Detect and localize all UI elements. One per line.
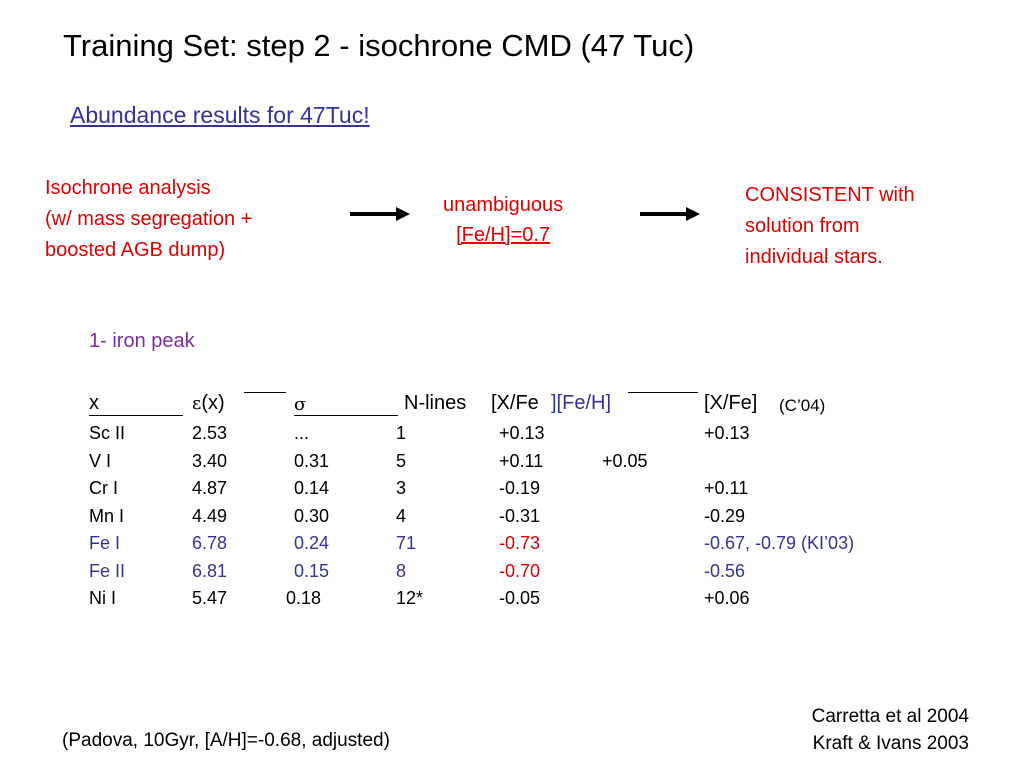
iso-line: (w/ mass segregation + <box>45 208 253 230</box>
cell-eps: 6.78 <box>192 533 228 553</box>
cell-element: V I <box>89 450 112 471</box>
iso-line: Isochrone analysis <box>45 177 211 199</box>
cell-eps: 6.81 <box>192 560 228 581</box>
slide-subtitle: Abundance results for 47Tuc! <box>70 102 370 128</box>
right-arrow-icon <box>640 207 700 221</box>
header-x: x <box>89 392 183 416</box>
cell-element: Sc II <box>89 423 126 443</box>
cell-xfe: -0.70 <box>499 560 541 581</box>
consist-line: solution from <box>745 215 860 237</box>
cell-element: Cr I <box>89 478 118 498</box>
header-eps-tail: (x) <box>201 392 225 414</box>
header-feh: ][Fe/H] <box>551 392 612 414</box>
header-underline <box>628 392 698 393</box>
header-eps: ε(x) <box>192 392 225 415</box>
footer-references: Carretta et al 2004 Kraft & Ivans 2003 <box>812 703 969 757</box>
footer-note: (Padova, 10Gyr, [A/H]=-0.68, adjusted) <box>62 730 390 751</box>
slide-title: Training Set: step 2 - isochrone CMD (47… <box>63 28 695 63</box>
header-nlines: N-lines <box>404 392 467 414</box>
cell-nlines: 71 <box>396 533 417 553</box>
cell-xfe: -0.05 <box>499 588 541 608</box>
consist-line: individual stars. <box>745 246 883 268</box>
right-arrow-icon <box>350 207 410 221</box>
header-c04: (C’04) <box>779 396 826 415</box>
cell-xfe: +0.13 <box>499 423 545 443</box>
cell-xfe04: +0.11 <box>704 478 749 498</box>
cell-eps: 5.47 <box>192 588 228 608</box>
consist-line: CONSISTENT with <box>745 184 915 206</box>
cell-nlines: 3 <box>396 478 407 498</box>
cell-element: Mn I <box>89 505 125 526</box>
cell-element: Ni I <box>89 588 116 608</box>
section-label: 1- iron peak <box>89 330 195 352</box>
cell-nlines: 5 <box>396 450 407 471</box>
cell-feh: +0.05 <box>602 450 648 471</box>
cell-nlines: 8 <box>396 560 407 581</box>
reference-line: Carretta et al 2004 <box>811 706 969 727</box>
cell-eps: 4.49 <box>192 505 228 526</box>
cell-sigma: 0.24 <box>294 533 330 553</box>
unamb-line: unambiguous <box>443 194 564 216</box>
epsilon-symbol: ε <box>192 393 202 414</box>
feh-value: [Fe/H]=0.7 <box>456 224 551 246</box>
cell-eps: 3.40 <box>192 450 228 471</box>
cell-eps: 2.53 <box>192 423 228 443</box>
cell-eps: 4.87 <box>192 478 228 498</box>
cell-sigma: ... <box>294 423 310 443</box>
cell-element: Fe II <box>89 560 126 581</box>
cell-sigma: 0.30 <box>294 505 330 526</box>
reference-line: Kraft & Ivans 2003 <box>812 733 969 754</box>
cell-nlines: 4 <box>396 505 407 526</box>
cell-xfe: -0.19 <box>499 478 541 498</box>
header-underline <box>244 392 286 393</box>
cell-xfe04: -0.67, -0.79 (KI’03) <box>704 533 855 553</box>
cell-sigma: 0.18 <box>286 588 322 608</box>
cell-xfe04: -0.29 <box>704 505 746 526</box>
cell-nlines: 1 <box>396 423 407 443</box>
header-xfe04: [X/Fe] <box>704 392 758 414</box>
cell-nlines: 12* <box>396 588 424 608</box>
header-xfe: [X/Fe <box>491 392 539 414</box>
iso-line: boosted AGB dump) <box>45 239 226 261</box>
cell-xfe: -0.73 <box>499 533 541 553</box>
cell-xfe: -0.31 <box>499 505 541 526</box>
unambiguous-text: unambiguous [Fe/H]=0.7 <box>443 190 563 250</box>
cell-sigma: 0.31 <box>294 450 330 471</box>
cell-element: Fe I <box>89 533 121 553</box>
cell-xfe: +0.11 <box>499 450 544 471</box>
cell-sigma: 0.15 <box>294 560 330 581</box>
consistent-text: CONSISTENT with solution from individual… <box>745 180 915 273</box>
header-sigma: σ <box>294 392 398 416</box>
cell-sigma: 0.14 <box>294 478 330 498</box>
cell-xfe04: -0.56 <box>704 560 746 581</box>
cell-xfe04: +0.13 <box>704 423 750 443</box>
isochrone-analysis-text: Isochrone analysis (w/ mass segregation … <box>45 173 252 266</box>
cell-xfe04: +0.06 <box>704 588 750 608</box>
